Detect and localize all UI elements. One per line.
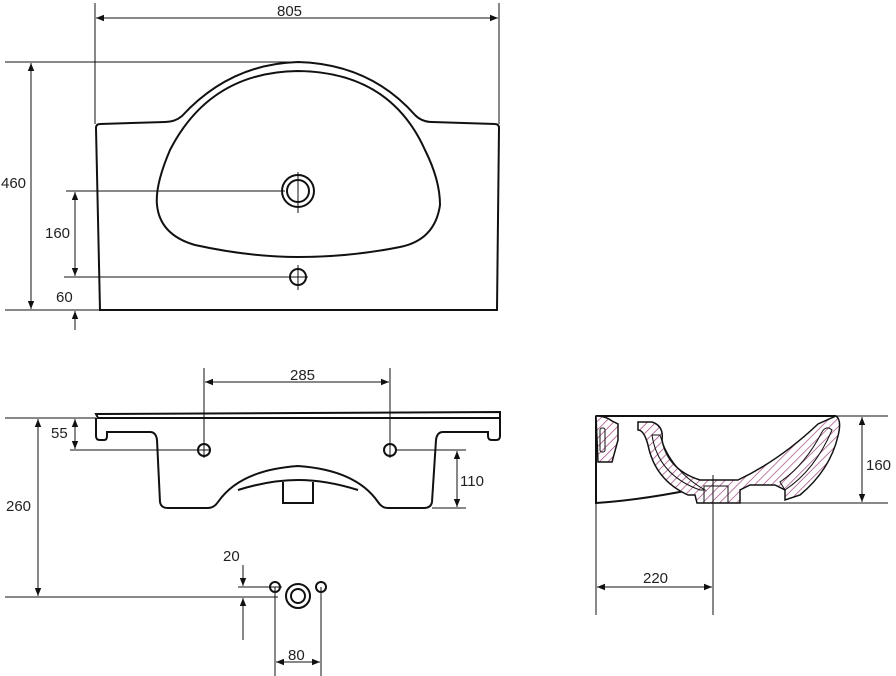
dim-drain-distance: 220 xyxy=(643,570,668,587)
front-outline xyxy=(94,410,501,419)
bottom-drain-outer xyxy=(285,583,311,609)
dim-side-height: 160 xyxy=(866,457,891,474)
dim-pedestal-height: 110 xyxy=(460,473,484,490)
dim-overflow-offset: 60 xyxy=(56,289,73,306)
dim-tap-spacing: 285 xyxy=(290,367,315,384)
side-view: 220 160 xyxy=(595,415,891,615)
dim-hole-height: 55 xyxy=(51,425,68,442)
bottom-drain-inner xyxy=(290,588,306,604)
dim-width: 805 xyxy=(277,3,302,20)
dim-hole-spacing: 80 xyxy=(288,647,305,664)
dim-hole-offset: 20 xyxy=(223,548,240,565)
dim-drain-offset: 160 xyxy=(45,225,70,242)
basin-outline xyxy=(155,69,442,259)
front-view: 285 55 260 110 20 80 xyxy=(5,367,501,676)
section-hatch xyxy=(595,415,619,463)
top-outline xyxy=(94,60,501,311)
dim-depth: 460 xyxy=(1,175,26,192)
dim-total-height: 260 xyxy=(6,498,31,515)
top-view: 805 460 160 60 xyxy=(1,3,501,330)
